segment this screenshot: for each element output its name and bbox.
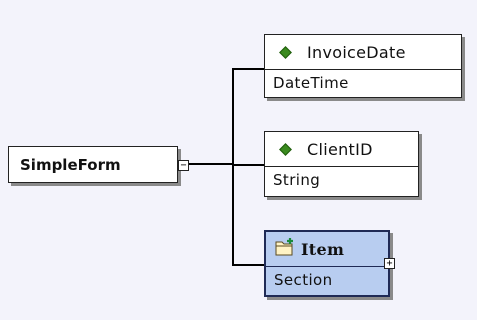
node-type: Section	[266, 266, 388, 293]
child-node-clientid[interactable]: ClientID String	[264, 131, 419, 197]
section-folder-icon	[275, 237, 295, 261]
node-name: Item	[301, 239, 345, 259]
element-diamond-icon	[279, 45, 292, 59]
child-node-item[interactable]: Item Section	[264, 230, 390, 297]
child-node-invoicedate[interactable]: InvoiceDate DateTime	[264, 34, 462, 98]
node-header: Item	[266, 232, 388, 266]
connector-item	[232, 264, 264, 266]
node-type: String	[265, 166, 418, 193]
element-diamond-icon	[279, 142, 292, 156]
root-node[interactable]: SimpleForm	[8, 146, 178, 183]
node-type-label: DateTime	[273, 74, 349, 92]
node-type-label: String	[273, 171, 321, 189]
node-name: ClientID	[307, 139, 373, 159]
connector-clientid	[232, 164, 264, 166]
expand-toggle[interactable]: +	[384, 258, 395, 269]
node-type: DateTime	[265, 69, 461, 96]
connector-root-horizontal	[188, 163, 234, 165]
connector-invoicedate	[232, 68, 264, 70]
collapse-toggle[interactable]: −	[178, 160, 189, 171]
node-name: InvoiceDate	[307, 42, 406, 62]
root-node-label: SimpleForm	[20, 155, 121, 174]
node-header: ClientID	[265, 132, 418, 166]
connector-vertical	[232, 68, 234, 266]
node-header: InvoiceDate	[265, 35, 461, 69]
node-type-label: Section	[274, 271, 333, 289]
